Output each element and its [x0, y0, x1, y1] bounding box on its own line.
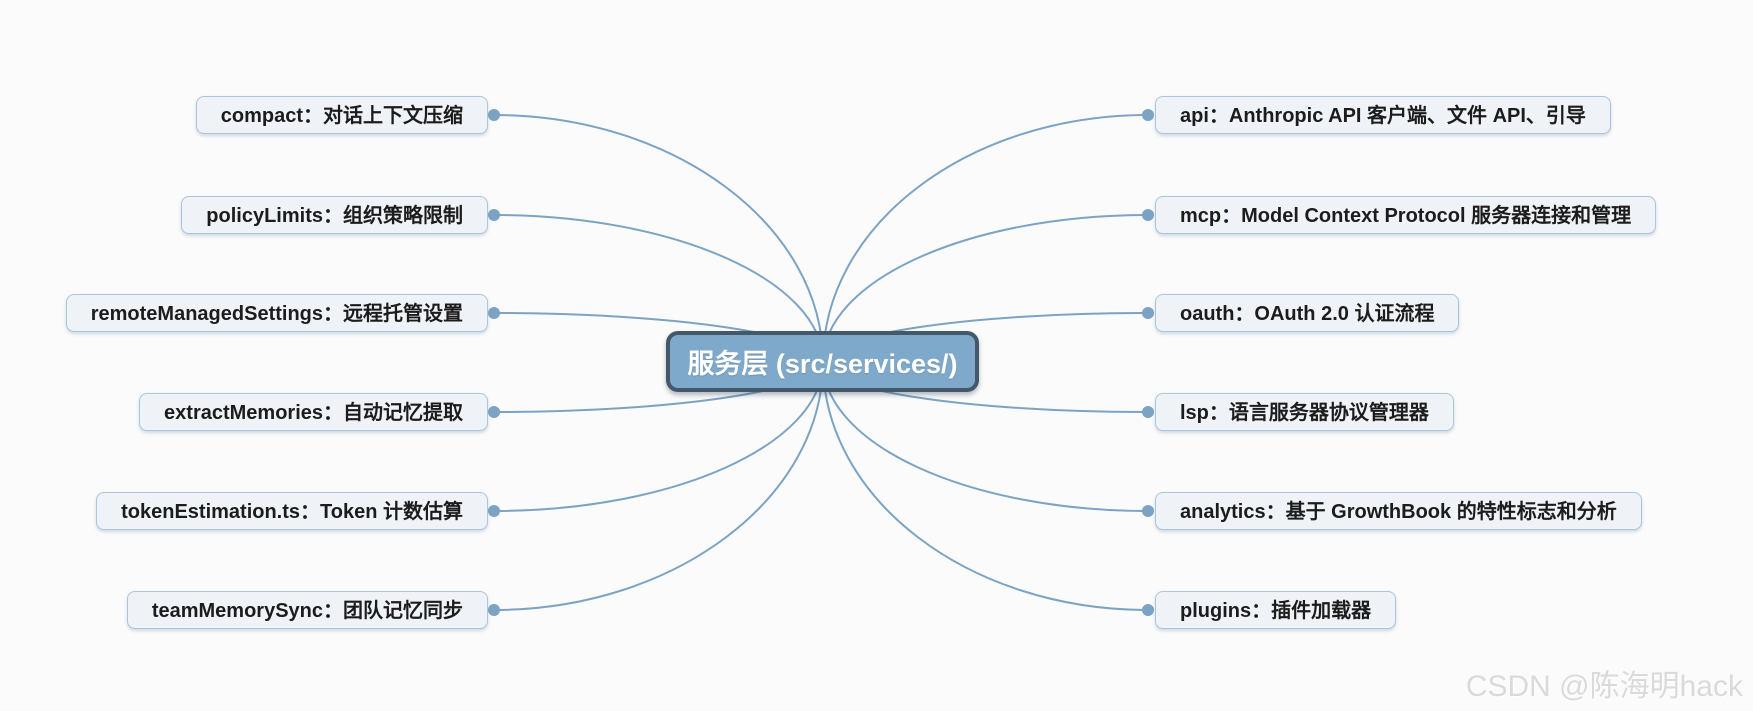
- node-api[interactable]: api：Anthropic API 客户端、文件 API、引导: [1155, 96, 1611, 134]
- connector-right-1: [822, 114, 1149, 363]
- connector-left-6: [493, 361, 824, 611]
- node-token-estimation[interactable]: tokenEstimation.ts：Token 计数估算: [96, 492, 488, 530]
- connector-right-2: [822, 214, 1149, 363]
- connector-left-5: [493, 361, 824, 512]
- node-team-memory-sync[interactable]: teamMemorySync：团队记忆同步: [126, 591, 488, 629]
- connector-dot: [1142, 505, 1154, 517]
- node-plugins[interactable]: plugins：插件加载器: [1155, 591, 1397, 629]
- node-extract-memories[interactable]: extractMemories：自动记忆提取: [139, 393, 488, 431]
- node-analytics[interactable]: analytics：基于 GrowthBook 的特性标志和分析: [1155, 492, 1642, 530]
- node-remote-managed-settings[interactable]: remoteManagedSettings：远程托管设置: [65, 294, 488, 332]
- connector-dot: [488, 209, 500, 221]
- root-node-services-layer[interactable]: 服务层 (src/services/): [666, 331, 979, 392]
- node-oauth[interactable]: oauth：OAuth 2.0 认证流程: [1155, 294, 1460, 332]
- node-lsp[interactable]: lsp：语言服务器协议管理器: [1155, 393, 1454, 431]
- connector-dot: [1142, 604, 1154, 616]
- connector-dot: [488, 307, 500, 319]
- connector-dot: [488, 505, 500, 517]
- node-policy-limits[interactable]: policyLimits：组织策略限制: [181, 196, 488, 234]
- connector-dot: [1142, 307, 1154, 319]
- connector-dot: [488, 109, 500, 121]
- connector-dot: [488, 406, 500, 418]
- watermark: CSDN @陈海明hack: [1465, 670, 1743, 703]
- connector-right-5: [822, 361, 1149, 512]
- connector-left-1: [493, 114, 824, 363]
- node-compact[interactable]: compact：对话上下文压缩: [195, 96, 488, 134]
- connector-left-2: [493, 214, 824, 363]
- connector-dot: [1142, 406, 1154, 418]
- connector-dot: [1142, 209, 1154, 221]
- connector-dot: [488, 604, 500, 616]
- connector-dot: [1142, 109, 1154, 121]
- node-mcp[interactable]: mcp：Model Context Protocol 服务器连接和管理: [1155, 196, 1657, 234]
- connector-right-6: [822, 361, 1149, 611]
